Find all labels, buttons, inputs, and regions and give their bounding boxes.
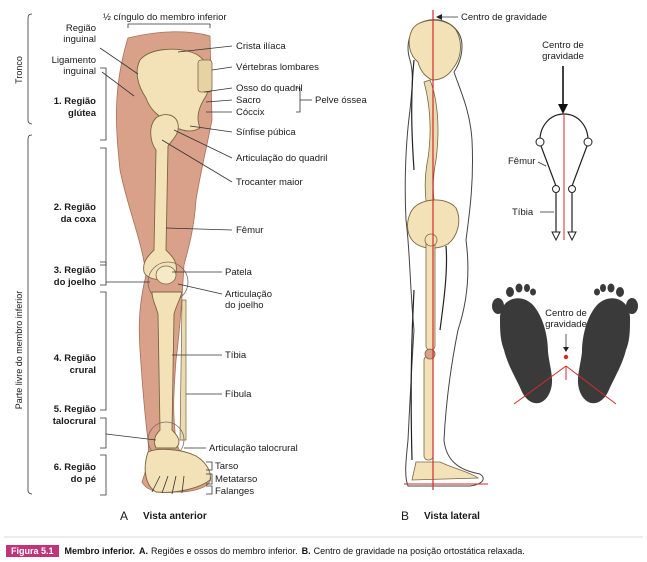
- inset-hip-right: [583, 137, 593, 147]
- pelvis-bone: [136, 48, 211, 132]
- toe-right-4: [600, 284, 606, 292]
- panel-a-view: Vista anterior: [143, 511, 207, 522]
- tibia-lateral: [423, 355, 434, 461]
- top-label: ½ cíngulo do membro inferior: [103, 12, 227, 23]
- toe-right-1: [626, 298, 638, 314]
- lumbar-vertebrae: [197, 59, 213, 93]
- panel-b-view: Vista lateral: [424, 511, 480, 522]
- inset-foot-left: [551, 231, 561, 242]
- region-brackets: [99, 47, 157, 496]
- toe-left-2: [506, 287, 514, 297]
- toe-left-1: [492, 298, 504, 314]
- force-arrows: [410, 59, 448, 461]
- foot-bones: [144, 448, 211, 493]
- right-leader-lines: [161, 45, 312, 495]
- inset-hip-left: [535, 137, 545, 147]
- caption-b-tag: B.: [301, 546, 311, 556]
- toe-lines: [151, 475, 185, 495]
- fibula-bone: [179, 299, 187, 441]
- footprint-red-lines: [513, 365, 617, 405]
- inset-arrowhead: [558, 104, 568, 114]
- panel-a-tag: A: [120, 509, 128, 523]
- patella-bone: [155, 265, 177, 285]
- vertical-parte-livre: Parte livre do membro inferior: [14, 291, 24, 410]
- hip-joint-dot: [424, 233, 438, 247]
- body-silhouette: [404, 19, 484, 487]
- label-tibia: Tíbia: [225, 350, 247, 361]
- tibia-bone: [151, 291, 183, 449]
- foot-lateral: [411, 461, 480, 481]
- left-bracket-tronco: [27, 13, 33, 125]
- label-tarso: Tarso: [215, 461, 238, 472]
- label-crista-iliaca: Crista ilíaca: [236, 41, 286, 52]
- caption-b-text: Centro de gravidade na posição ortostáti…: [313, 546, 525, 556]
- label-sacro: Sacro: [236, 95, 261, 106]
- left-bracket-parte-livre: [27, 134, 33, 495]
- panel-a: ½ cíngulo do membro inferior Tronco Part…: [14, 12, 367, 523]
- label-falanges: Falanges: [215, 486, 254, 497]
- caption-a-tag: A.: [139, 546, 149, 556]
- inset-femur-label: Fêmur: [508, 156, 535, 167]
- inset-tibias: [555, 193, 573, 232]
- inset-knee-left: [552, 185, 560, 193]
- femur-lateral: [425, 237, 436, 351]
- inset-knee-right: [568, 185, 576, 193]
- inset-femur-leader: [537, 161, 547, 167]
- label-coccix: Cóccix: [236, 107, 265, 118]
- label-centro-gravidade-top: Centro de gravidade: [461, 12, 547, 23]
- toe-right-2: [616, 287, 624, 297]
- footprint-left: [500, 298, 553, 404]
- label-articulacao-talocrural: Articulação talocrural: [209, 443, 298, 454]
- label-femur: Fêmur: [236, 225, 263, 236]
- figure-caption: Figura 5.1 Membro inferior. A. Regiões e…: [6, 543, 642, 559]
- footprint-center-arrowhead: [563, 347, 569, 352]
- label-trocanter-maior: Trocanter maior: [236, 177, 303, 188]
- panel-b-tag: B: [401, 509, 409, 523]
- figure-badge: Figura 5.1: [6, 545, 59, 557]
- footprint-center-dot: [563, 354, 569, 360]
- label-articulacao-quadril: Articulação do quadril: [236, 153, 327, 164]
- caption-title: Membro inferior.: [64, 546, 136, 556]
- label-fibula: Fíbula: [225, 389, 252, 400]
- inset-tibia-label: Tíbia: [512, 207, 534, 218]
- label-pelve-ossea: Pelve óssea: [315, 95, 367, 106]
- toe-left-4: [524, 284, 530, 292]
- toe-right-5: [594, 288, 600, 296]
- label-osso-quadril: Osso do quadril: [236, 83, 303, 94]
- toe-right-3: [607, 283, 615, 293]
- caption-a-text: Regiões e ossos do membro inferior.: [151, 546, 298, 556]
- top-brace: [127, 23, 211, 28]
- label-sinfise-pubica: Sínfise púbica: [236, 127, 296, 138]
- toe-left-3: [515, 283, 523, 293]
- label-vertebras-lombares: Vértebras lombares: [236, 62, 319, 73]
- footprint-right: [577, 298, 630, 404]
- toe-left-5: [530, 288, 536, 296]
- centro-gravidade-arrowhead: [436, 14, 442, 20]
- vertical-tronco: Tronco: [14, 56, 24, 84]
- inset-femurs: [540, 145, 588, 187]
- skull-bone: [408, 19, 461, 81]
- label-metatarso: Metatarso: [215, 474, 257, 485]
- label-patela: Patela: [225, 267, 253, 278]
- inset-foot-right: [567, 231, 577, 242]
